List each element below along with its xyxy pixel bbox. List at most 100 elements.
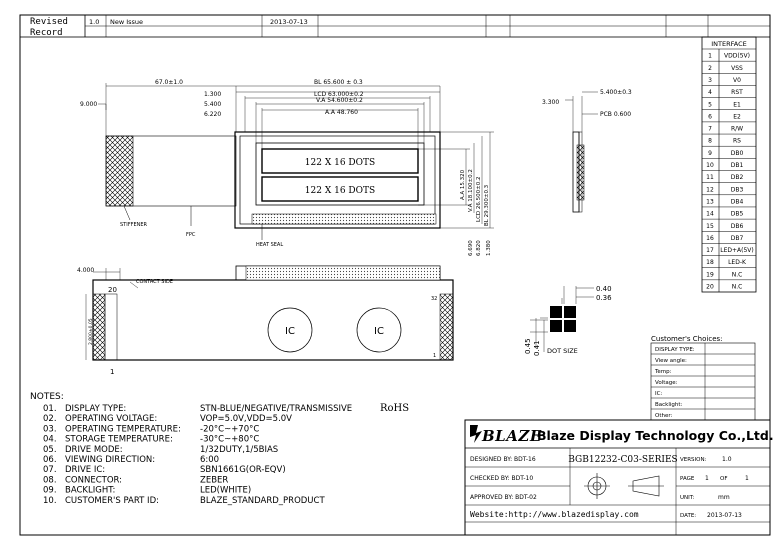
pin-name: DB6 <box>731 223 744 230</box>
pin-name: VSS <box>731 65 743 72</box>
unit-label: UNIT: <box>680 495 695 501</box>
note-number: 01. <box>43 404 57 414</box>
website: Website:http://www.blazedisplay.com <box>470 510 639 519</box>
back-pin-1b: 1 <box>433 353 436 359</box>
choice-label: DISPLAY TYPE: <box>655 347 695 353</box>
note-value: VOP=5.0V,VDD=5.0V <box>200 414 292 424</box>
choice-label: IC: <box>655 391 662 397</box>
dim-9000: 9.000 <box>80 101 97 108</box>
back-pin-20: 20 <box>108 286 117 294</box>
pin-number: 1 <box>708 53 712 60</box>
note-value: SBN1661G(OR-EQV) <box>200 465 286 475</box>
choice-label: Backlight: <box>655 402 683 408</box>
note-value: -20°C~+70°C <box>200 424 259 434</box>
dim-bl: BL 65.600 ± 0.3 <box>314 79 363 86</box>
pin-name: RS <box>733 138 741 145</box>
note-number: 05. <box>43 445 57 455</box>
page-total: 1 <box>745 475 749 482</box>
company-name: Blaze Display Technology Co.,Ltd. <box>537 428 774 443</box>
pin-name: V0 <box>733 77 741 84</box>
ic-chip-1 <box>267 307 313 353</box>
back-pin-32: 32 <box>431 296 437 302</box>
note-number: 03. <box>43 424 57 434</box>
pin-name: DB7 <box>731 235 744 242</box>
pin-number: 7 <box>708 126 712 133</box>
designed-by: DESIGNED BY: BDT-16 <box>470 456 536 463</box>
dots-label-2: 122 X 16 DOTS <box>305 186 375 196</box>
note-number: 04. <box>43 435 57 445</box>
dot-size-h1: 0.45 <box>524 338 532 354</box>
fpc-dim-4000: 4.000 <box>77 267 94 274</box>
choice-label: View angle: <box>655 358 687 364</box>
dim-aa: A.A 48.760 <box>325 109 358 116</box>
fpc-dim-width: 2.800±0.05 <box>88 318 94 345</box>
pin-number: 3 <box>708 77 712 84</box>
front-vertical-dimensions <box>418 131 494 229</box>
blaze-logo: BLAZE <box>470 425 541 445</box>
dim-v-bl: BL 29.300±0.3 <box>484 184 490 226</box>
side-view <box>565 91 598 213</box>
note-value: LED(WHITE) <box>200 486 251 496</box>
projection-symbol <box>584 473 664 499</box>
unit-value: mm <box>718 494 730 501</box>
pin-number: 2 <box>708 65 712 72</box>
side-dim-3300: 3.300 <box>542 99 559 106</box>
dim-v-lcd: LCD 26.500±0.2 <box>476 177 482 223</box>
note-label: BACKLIGHT: <box>65 486 115 496</box>
pin-name: DB2 <box>731 174 744 181</box>
revision-version: 1.0 <box>89 18 99 26</box>
note-value: ZEBER <box>200 475 228 485</box>
checked-by: CHECKED BY: BDT-10 <box>470 475 533 482</box>
front-view: 122 X 16 DOTS 122 X 16 DOTS FPC STIFFENE… <box>105 131 441 248</box>
pin-number: 6 <box>708 113 712 120</box>
pin-name: RST <box>731 89 743 96</box>
page-of: OF <box>720 476 728 482</box>
note-number: 08. <box>43 475 57 485</box>
dim-v-6690: 6.690 <box>468 240 474 256</box>
back-view <box>85 265 454 361</box>
pin-name: DB3 <box>731 186 744 193</box>
notes-block: NOTES: RoHS 01.DISPLAY TYPE:STN-BLUE/NEG… <box>30 392 409 506</box>
contact-side-label: CONTACT SIDE <box>136 279 173 285</box>
dots-row-2 <box>261 176 419 202</box>
title-block: BLAZE Blaze Display Technology Co.,Ltd. … <box>464 419 774 536</box>
dim-v-va: V.A 18.100±0.2 <box>468 169 474 212</box>
note-number: 06. <box>43 455 57 465</box>
heat-seal-label: HEAT SEAL <box>256 242 283 248</box>
pin-number: 11 <box>706 174 714 181</box>
pin-name: N.C <box>732 271 743 278</box>
date-value: 2013-07-13 <box>707 512 742 519</box>
dim-1300: 1.300 <box>204 91 221 98</box>
dots-row-1 <box>261 148 419 174</box>
dim-v-1380: 1.380 <box>486 240 492 256</box>
revision-description: New Issue <box>110 18 143 26</box>
dot-size-h2: 0.41 <box>533 340 541 356</box>
back-ic-label-1: IC <box>285 326 295 337</box>
heat-seal <box>251 213 437 225</box>
pin-number: 15 <box>706 223 714 230</box>
revision-date: 2013-07-13 <box>270 18 308 26</box>
record-label: Record <box>30 28 63 38</box>
pin-number: 12 <box>706 186 714 193</box>
pin-number: 16 <box>706 235 714 242</box>
version-label: VERSION: <box>680 457 707 463</box>
back-pin-1: 1 <box>110 368 114 376</box>
pin-number: 20 <box>706 284 714 291</box>
note-value: STN-BLUE/NEGATIVE/TRANSMISSIVE <box>200 404 352 414</box>
pin-name: LED-K <box>728 259 747 266</box>
note-label: OPERATING VOLTAGE: <box>65 414 157 424</box>
customer-choices-title: Customer's Choices: <box>651 335 723 343</box>
note-number: 02. <box>43 414 57 424</box>
module-outline <box>234 131 441 229</box>
dim-lcd: LCD 63.000±0.2 <box>314 91 364 98</box>
pin-number: 17 <box>706 247 714 254</box>
view-area <box>255 142 425 206</box>
note-label: VIEWING DIRECTION: <box>65 455 155 465</box>
ic-chip-2 <box>356 307 402 353</box>
note-value: 6:00 <box>200 455 219 465</box>
dim-v-6820: 6.820 <box>476 240 482 256</box>
pin-name: VDD(5V) <box>724 53 750 60</box>
pin-name: E2 <box>733 113 741 120</box>
dim-va: V.A 54.600±0.2 <box>316 97 363 104</box>
